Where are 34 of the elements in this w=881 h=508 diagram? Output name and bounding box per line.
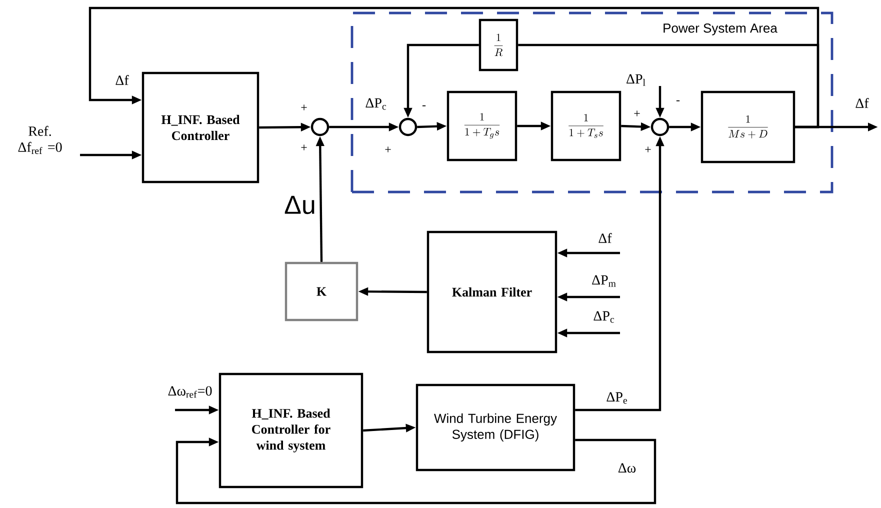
sign-label: +	[634, 110, 640, 116]
system-box: Wind Turbine Energy System (DFIG)	[416, 384, 576, 472]
arrow	[88, 6, 820, 128]
filter-box: Kalman Filter	[426, 230, 558, 354]
edge-label: Δf	[116, 75, 129, 85]
sign-label: +	[645, 146, 651, 152]
sign-label: +	[385, 146, 391, 152]
edge-label: ΔP$_{m}$	[592, 275, 616, 287]
sign-label: +	[301, 104, 307, 110]
edge-label: Δf	[598, 233, 612, 243]
edge-label: Δu	[284, 196, 314, 214]
edge-label: ΔP$_{c}$	[594, 311, 614, 323]
region-title: Power System Area	[664, 24, 778, 36]
edge-label: Ref. Δf$_{ref}$ =0	[18, 126, 62, 154]
gain-box: K	[284, 262, 358, 322]
sign-label: -	[422, 105, 426, 106]
transfer-function-box: $\frac{1}{Ms+D}$	[700, 90, 796, 164]
edge-label: ΔP$_{e}$	[606, 392, 627, 404]
summing-junction	[398, 118, 418, 136]
summing-junction	[650, 118, 670, 136]
edge-label: ΔP$_{c}$	[366, 98, 386, 110]
transfer-function-box: $\frac{1}{1+T_{s}s}$	[550, 90, 622, 162]
sign-label: -	[676, 100, 680, 102]
sign-label: +	[301, 144, 307, 150]
controller-box: H_INF. Based Controller	[142, 72, 260, 184]
summing-junction	[310, 118, 330, 136]
edge-label: Δω$_{ref}$=0	[168, 386, 212, 398]
transfer-function-box: $\frac{1}{1+T_{g}s}$	[446, 90, 518, 162]
arrow	[176, 438, 656, 504]
edge-label: Δf	[856, 98, 869, 108]
controller-box: H_INF. Based Controller for wind system	[218, 372, 364, 488]
edge-label: Δω	[618, 463, 636, 473]
gain-box: $\frac{1}{R}$	[478, 18, 518, 72]
edge-label: ΔP$_{l}$	[626, 74, 646, 86]
